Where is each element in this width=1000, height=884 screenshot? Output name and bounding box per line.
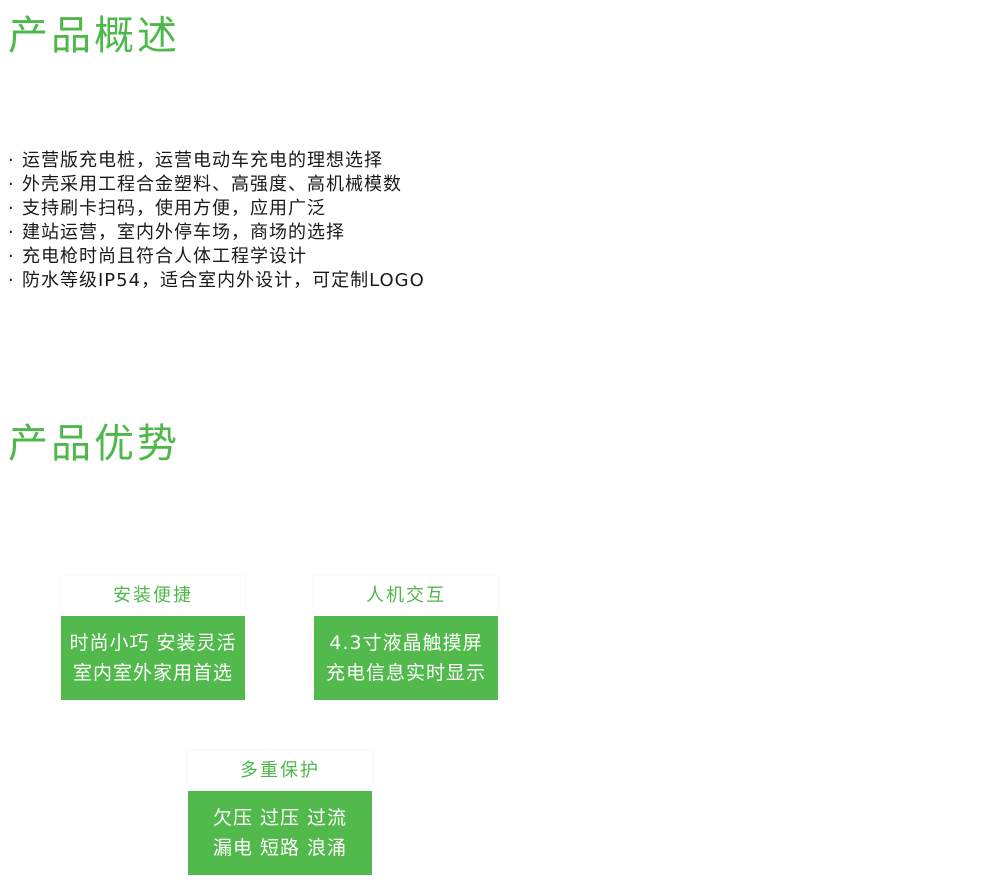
bullet-dot: ·: [8, 198, 15, 219]
card-line: 充电信息实时显示: [325, 662, 486, 684]
card-line: 时尚小巧 安装灵活: [69, 632, 237, 654]
advantage-card-protection: 多重保护 欠压 过压 过流 漏电 短路 浪涌: [188, 751, 372, 875]
list-item-text: 运营版充电桩，运营电动车充电的理想选择: [22, 150, 383, 171]
card-title: 人机交互: [314, 576, 498, 616]
card-line: 漏电 短路 浪涌: [212, 837, 348, 859]
list-item: · 防水等级IP54，适合室内外设计，可定制LOGO: [8, 269, 425, 293]
list-item-text: 建站运营，室内外停车场，商场的选择: [22, 222, 345, 243]
advantage-card-easy-install: 安装便捷 时尚小巧 安装灵活 室内室外家用首选: [61, 576, 245, 700]
bullet-dot: ·: [8, 150, 15, 171]
card-title: 多重保护: [188, 751, 372, 791]
bullet-dot: ·: [8, 246, 15, 267]
card-line: 4.3寸液晶触摸屏: [329, 632, 483, 654]
advantage-card-hmi: 人机交互 4.3寸液晶触摸屏 充电信息实时显示: [314, 576, 498, 700]
card-body: 4.3寸液晶触摸屏 充电信息实时显示: [314, 616, 498, 700]
card-body: 时尚小巧 安装灵活 室内室外家用首选: [61, 616, 245, 700]
bullet-dot: ·: [8, 222, 15, 243]
overview-title: 产品概述: [8, 13, 180, 59]
list-item: · 支持刷卡扫码，使用方便，应用广泛: [8, 197, 425, 221]
list-item: · 充电枪时尚且符合人体工程学设计: [8, 245, 425, 269]
card-line: 室内室外家用首选: [72, 662, 233, 684]
advantages-title: 产品优势: [8, 421, 180, 467]
list-item-text: 防水等级IP54，适合室内外设计，可定制LOGO: [22, 270, 425, 291]
list-item-text: 外壳采用工程合金塑料、高强度、高机械模数: [22, 174, 402, 195]
list-item: · 建站运营，室内外停车场，商场的选择: [8, 221, 425, 245]
list-item-text: 充电枪时尚且符合人体工程学设计: [22, 246, 307, 267]
card-title: 安装便捷: [61, 576, 245, 616]
list-item-text: 支持刷卡扫码，使用方便，应用广泛: [22, 198, 326, 219]
overview-feature-list: · 运营版充电桩，运营电动车充电的理想选择 · 外壳采用工程合金塑料、高强度、高机械…: [8, 149, 425, 293]
card-body: 欠压 过压 过流 漏电 短路 浪涌: [188, 791, 372, 875]
bullet-dot: ·: [8, 270, 15, 291]
bullet-dot: ·: [8, 174, 15, 195]
list-item: · 外壳采用工程合金塑料、高强度、高机械模数: [8, 173, 425, 197]
card-line: 欠压 过压 过流: [212, 807, 348, 829]
list-item: · 运营版充电桩，运营电动车充电的理想选择: [8, 149, 425, 173]
